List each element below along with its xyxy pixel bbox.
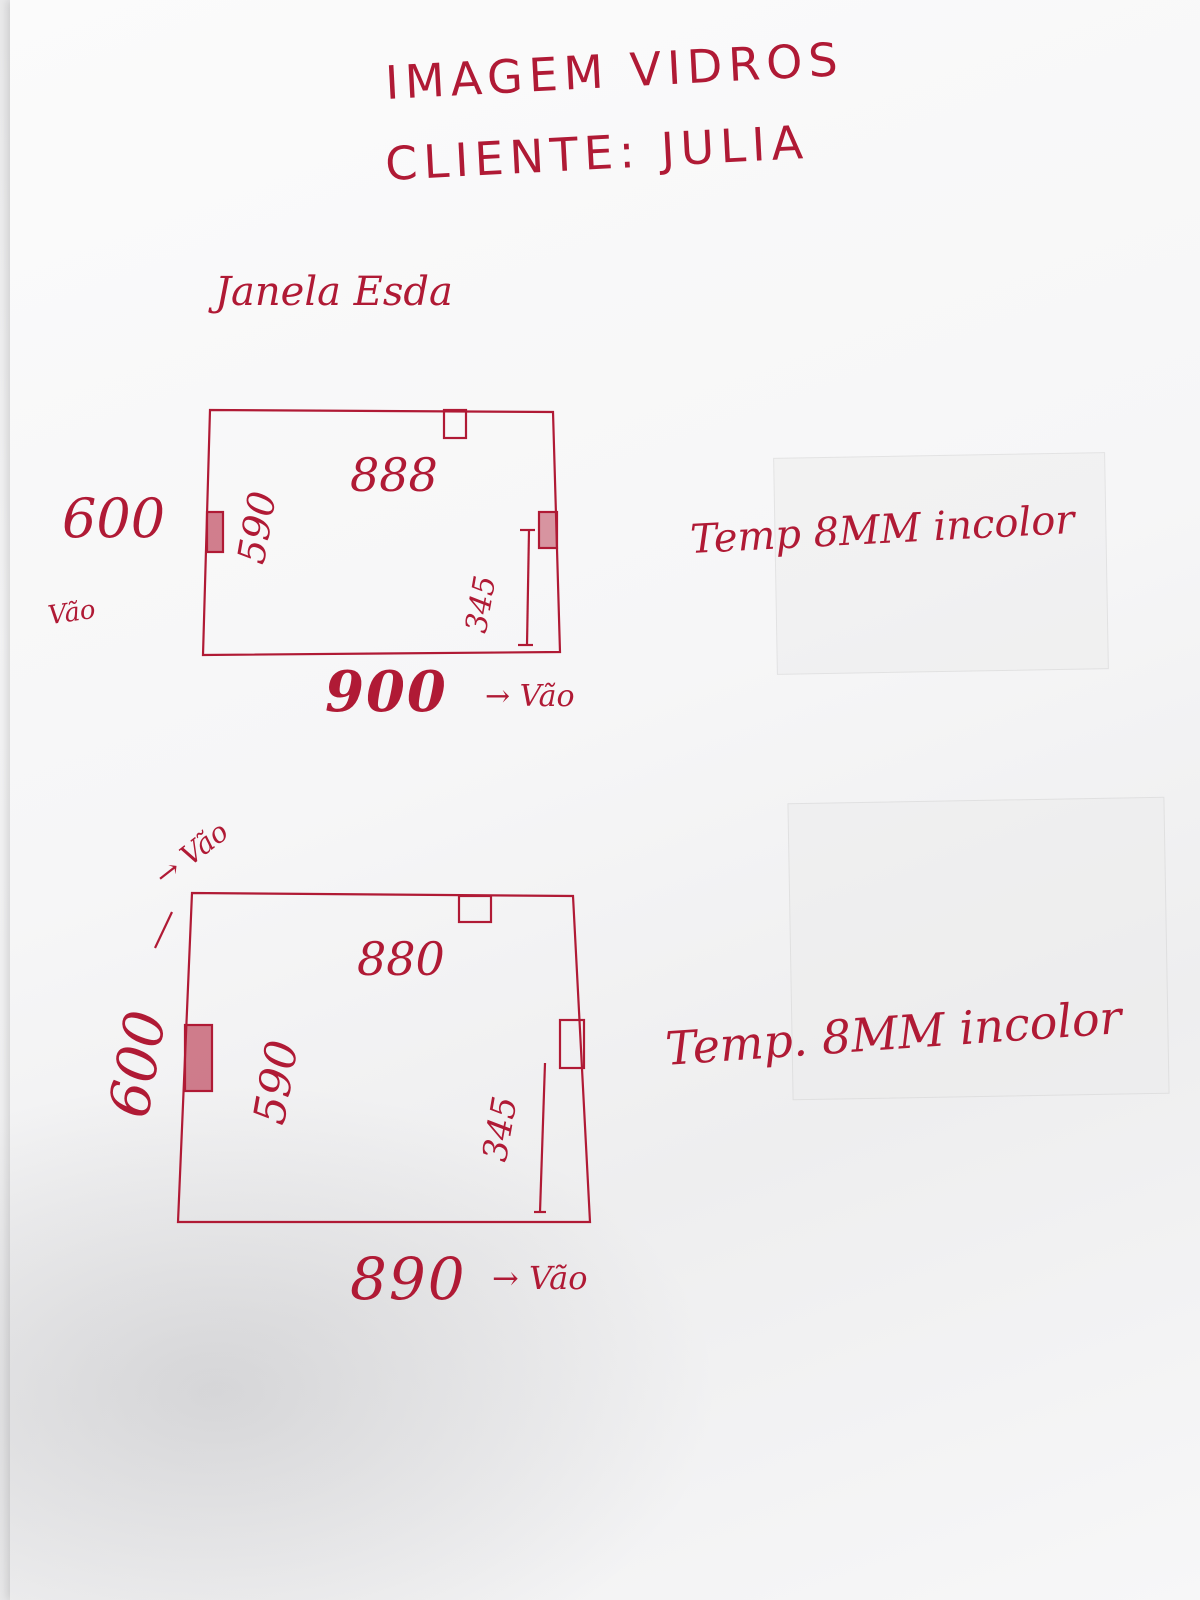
window-1-width-bottom-note: → Vão	[485, 679, 575, 714]
window-1-width-top: 888	[350, 448, 438, 502]
window-1-fitting-top	[442, 408, 468, 440]
window-2-vao-arrow	[154, 911, 173, 949]
window-1-inner-height: 590	[229, 488, 285, 568]
paper-sheet	[10, 0, 1200, 1600]
window-1-frame	[201, 408, 562, 657]
window-1-dim-line	[525, 529, 531, 646]
window-2-fitting-right	[558, 1018, 586, 1070]
window-2-width-bottom: 890	[350, 1245, 467, 1313]
window-2-right-height: 345	[475, 1093, 526, 1165]
window-1-fitting-right	[537, 510, 559, 550]
window-1-fitting-left	[205, 510, 225, 554]
window-1-height-left: 600	[62, 487, 166, 550]
window-2-dim-line	[538, 1062, 547, 1213]
hand-shadow	[0, 1080, 720, 1600]
window-2-fitting-top	[457, 894, 493, 924]
window-1-width-bottom: 900	[325, 659, 448, 725]
window-2-frame	[176, 891, 592, 1224]
window-2-width-bottom-note: → Vão	[492, 1259, 588, 1297]
window-2-fitting-left	[183, 1023, 214, 1093]
window-1-height-left-note: Vão	[46, 594, 98, 632]
window-2-width-top: 880	[357, 932, 445, 986]
section-label: Janela Esda	[215, 269, 453, 315]
